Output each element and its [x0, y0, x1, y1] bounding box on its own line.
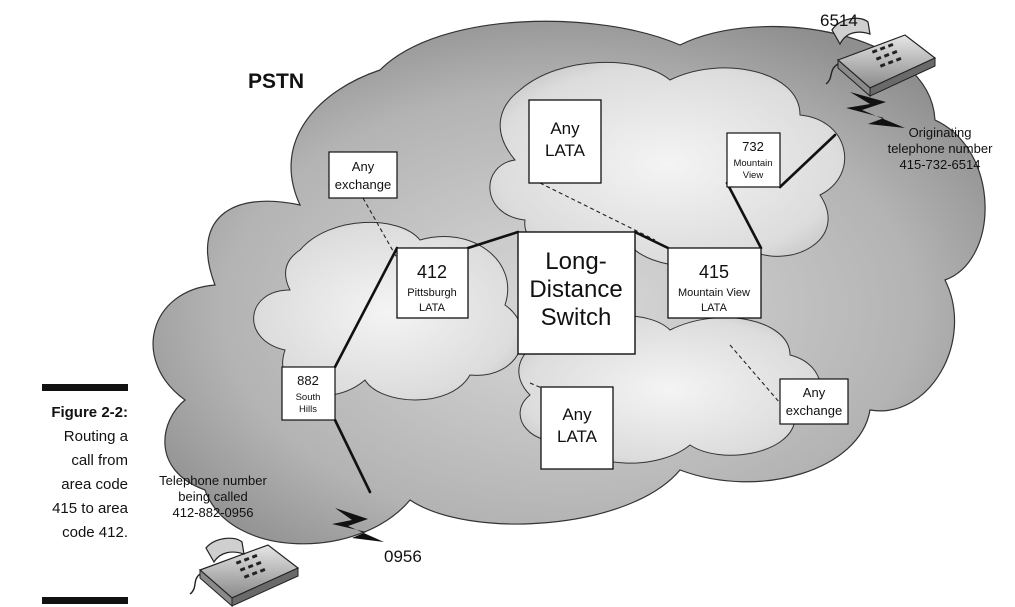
any-lata-top-box: Any LATA: [528, 99, 602, 184]
lata-412-name: Pittsburgh: [407, 287, 457, 299]
lata-415-box: 415 Mountain View LATA: [667, 247, 762, 319]
path-882-to-412: [333, 246, 399, 369]
lata-412-code: 412: [417, 262, 447, 282]
exchange-732-line-1: Mountain: [733, 158, 772, 169]
dash-any-exchange-right: [729, 344, 787, 411]
exchange-882-line-1: South: [296, 392, 321, 403]
exchange-882-code: 882: [297, 373, 319, 388]
dash-any-lata-top: [539, 182, 656, 241]
any-lata-top-line-2: LATA: [545, 141, 586, 160]
originating-line-1: Originating: [909, 125, 972, 140]
any-exchange-left-box: Any exchange: [328, 151, 398, 199]
path-415-to-732: [725, 181, 763, 250]
caption-line-1: Routing a: [64, 428, 129, 445]
call-path-segments: [333, 133, 837, 494]
any-lata-bottom-line-1: Any: [562, 405, 592, 424]
telephone-icon-originating: [825, 17, 937, 98]
caption-top-rule: [42, 384, 128, 391]
exchange-732-code: 732: [742, 139, 764, 154]
caption-bottom-rule: [42, 597, 128, 604]
caption-line-4: 415 to area: [52, 500, 129, 517]
lightning-bolt-top: [846, 92, 905, 128]
lata-412-box: 412 Pittsburgh LATA: [396, 247, 469, 319]
caption-line-3: area code: [61, 476, 128, 493]
any-lata-top-line-1: Any: [550, 119, 580, 138]
path-switch-to-415: [633, 230, 670, 250]
any-exchange-right-line-2: exchange: [786, 403, 842, 418]
switch-line-3: Switch: [541, 304, 612, 331]
exchange-882-line-2: Hills: [299, 404, 317, 415]
path-called-to-882: [333, 418, 372, 494]
pstn-label: PSTN: [248, 70, 304, 93]
lata-415-suffix: LATA: [701, 302, 728, 314]
lata-415-name: Mountain View: [678, 287, 750, 299]
any-lata-bottom-box: Any LATA: [540, 386, 614, 470]
caption-line-2: call from: [71, 452, 128, 469]
originating-line-2: telephone number: [888, 141, 993, 156]
lata-415-code: 415: [699, 262, 729, 282]
switch-line-2: Distance: [529, 276, 622, 303]
dash-any-exchange-left: [362, 197, 398, 259]
lata-412-suffix: LATA: [419, 302, 446, 314]
long-distance-switch: Long- Distance Switch: [517, 231, 636, 355]
any-lata-bottom-line-2: LATA: [557, 427, 598, 446]
switch-line-1: Long-: [545, 248, 606, 275]
originating-extension: 6514: [820, 11, 858, 30]
called-line-1: Telephone number: [159, 473, 267, 488]
called-extension: 0956: [384, 547, 422, 566]
exchange-882-box: 882 South Hills: [281, 366, 336, 421]
exchange-732-line-2: View: [743, 170, 764, 181]
path-412-to-switch: [466, 230, 520, 250]
any-exchange-left-line-2: exchange: [335, 177, 391, 192]
path-732-to-originating: [778, 133, 837, 189]
figure-label: Figure 2-2:: [51, 404, 128, 421]
exchange-732-box: 732 Mountain View: [726, 132, 781, 188]
any-exchange-right-line-1: Any: [803, 385, 826, 400]
called-line-2: being called: [178, 489, 247, 504]
originating-line-3: 415-732-6514: [900, 157, 981, 172]
caption-line-5: code 412.: [62, 524, 128, 541]
called-line-3: 412-882-0956: [173, 505, 254, 520]
lightning-bolt-bottom: [332, 508, 384, 542]
any-exchange-left-line-1: Any: [352, 159, 375, 174]
telephone-icon-called: [189, 537, 300, 607]
any-exchange-right-box: Any exchange: [779, 378, 849, 425]
